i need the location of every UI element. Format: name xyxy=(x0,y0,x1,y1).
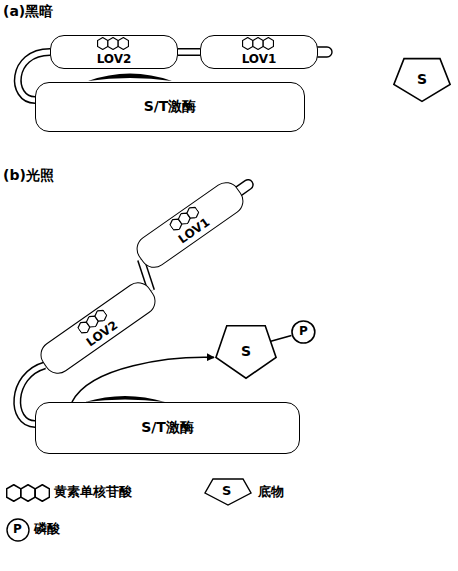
node-label: S/T激酶 xyxy=(141,420,194,435)
phosphate-circle: P xyxy=(291,320,316,344)
node-label: S xyxy=(417,72,427,87)
substrate-shape: S xyxy=(215,325,277,379)
kinase-domain: S/T激酶 xyxy=(35,402,300,454)
legend-text: 黄素单核苷酸 xyxy=(54,485,132,499)
bond-line xyxy=(271,335,292,341)
lov-domain: LOV1 xyxy=(131,177,249,274)
phosphate-sample xyxy=(7,519,29,541)
fmn-icon xyxy=(242,37,274,50)
node-label: LOV1 xyxy=(242,53,277,66)
lov-domain: LOV2 xyxy=(50,35,178,69)
node-label: P xyxy=(299,325,308,338)
legend-text: 磷酸 xyxy=(34,522,60,536)
contact-mark xyxy=(88,74,172,82)
panel-label: (b)光照 xyxy=(3,168,54,183)
lov-domain: LOV1 xyxy=(200,35,318,69)
fmn-sample xyxy=(7,485,50,502)
substrate-sample xyxy=(205,479,251,505)
kinase-domain: S/T激酶 xyxy=(35,82,305,132)
panel-label: (a)黑暗 xyxy=(3,4,53,19)
reaction-arrow xyxy=(72,357,214,402)
node-label: S xyxy=(241,344,251,359)
legend-sample-letter: S xyxy=(222,484,231,498)
node-label: S/T激酶 xyxy=(144,99,197,114)
node-label: LOV2 xyxy=(97,53,132,66)
lov-domain: LOV2 xyxy=(35,277,161,379)
fmn-icon xyxy=(97,37,129,50)
legend-text: 底物 xyxy=(258,485,284,499)
legend-sample-letter: P xyxy=(13,523,22,536)
substrate-shape: S xyxy=(393,58,451,102)
protein-linker xyxy=(178,52,200,53)
